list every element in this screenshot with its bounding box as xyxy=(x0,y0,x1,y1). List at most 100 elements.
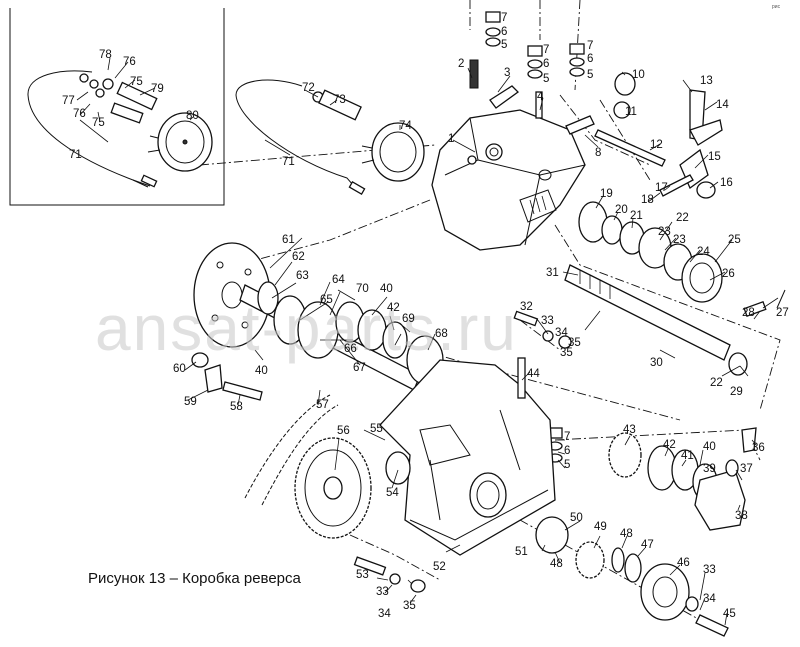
callout-21: 21 xyxy=(630,210,643,222)
shift-parts xyxy=(594,72,723,199)
speedometer-main xyxy=(235,79,425,195)
callout-31: 31 xyxy=(546,267,559,279)
callout-7-b: 7 xyxy=(543,44,549,56)
callout-5-a: 5 xyxy=(501,39,507,51)
callout-75-b: 75 xyxy=(92,117,105,129)
callout-28: 28 xyxy=(742,307,755,319)
callout-23-a: 23 xyxy=(658,226,671,238)
leader-lines xyxy=(76,57,779,626)
callout-33-a: 33 xyxy=(541,315,554,327)
callout-52: 52 xyxy=(433,561,446,573)
callout-49: 49 xyxy=(594,521,607,533)
callout-68: 68 xyxy=(435,328,448,340)
callout-54: 54 xyxy=(386,487,399,499)
callout-48-b: 48 xyxy=(550,558,563,570)
callout-4: 4 xyxy=(537,91,544,103)
callout-22-a: 22 xyxy=(676,212,689,224)
upper-shaft-assembly xyxy=(564,201,786,376)
callout-labels: 1 2 3 4 5 5 5 5 6 6 6 6 7 7 7 7 8 10 11 … xyxy=(62,12,789,620)
cover-housing xyxy=(431,59,595,251)
callout-55: 55 xyxy=(370,423,383,435)
callout-26: 26 xyxy=(722,268,735,280)
callout-7-d: 7 xyxy=(564,431,570,443)
callout-69: 69 xyxy=(402,313,415,325)
callout-6-c: 6 xyxy=(587,53,593,65)
callout-35-a: 35 xyxy=(568,337,581,349)
callout-79: 79 xyxy=(151,83,164,95)
callout-1: 1 xyxy=(448,133,454,145)
callout-72: 72 xyxy=(302,82,315,94)
callout-66: 66 xyxy=(344,343,357,355)
callout-71-b: 71 xyxy=(282,156,295,168)
callout-77: 77 xyxy=(62,95,75,107)
callout-16: 16 xyxy=(720,177,733,189)
callout-13: 13 xyxy=(700,75,713,87)
callout-45: 45 xyxy=(723,608,736,620)
callout-2: 2 xyxy=(458,58,464,70)
callout-20: 20 xyxy=(615,204,628,216)
callout-59: 59 xyxy=(184,396,197,408)
callout-24: 24 xyxy=(697,246,710,258)
callout-71-a: 71 xyxy=(69,149,82,161)
watermark: ansat-parts.ru xyxy=(95,292,518,364)
callout-43: 43 xyxy=(623,424,636,436)
callout-51: 51 xyxy=(515,546,528,558)
callout-36: 36 xyxy=(752,442,765,454)
callout-62: 62 xyxy=(292,251,305,263)
callout-37: 37 xyxy=(740,463,753,475)
callout-78: 78 xyxy=(99,49,112,61)
callout-58: 58 xyxy=(230,401,243,413)
callout-18: 18 xyxy=(641,194,654,206)
callout-5-c: 5 xyxy=(587,69,593,81)
callout-35-b: 35 xyxy=(403,600,416,612)
callout-50: 50 xyxy=(570,512,583,524)
callout-8: 8 xyxy=(595,147,601,159)
callout-14: 14 xyxy=(716,99,729,111)
callout-6-b: 6 xyxy=(543,58,549,70)
fastener-stacks-top xyxy=(485,11,585,463)
callout-44: 44 xyxy=(527,368,540,380)
callout-5-b: 5 xyxy=(543,73,549,85)
output-gears xyxy=(353,310,757,637)
callout-34-a: 34 xyxy=(555,327,568,339)
callout-61: 61 xyxy=(282,234,295,246)
callout-64: 64 xyxy=(332,274,345,286)
callout-40-b: 40 xyxy=(380,283,393,295)
callout-67: 67 xyxy=(353,362,366,374)
callout-19: 19 xyxy=(600,188,613,200)
figure-caption: Рисунок 13 – Коробка реверса xyxy=(88,570,302,587)
callout-3: 3 xyxy=(504,67,510,79)
callout-30: 30 xyxy=(650,357,663,369)
callout-73: 73 xyxy=(333,94,346,106)
callout-76-a: 76 xyxy=(123,56,136,68)
callout-34-c: 34 xyxy=(703,593,716,605)
callout-63: 63 xyxy=(296,270,309,282)
callout-40-a: 40 xyxy=(255,365,268,377)
callout-57: 57 xyxy=(316,399,329,411)
callout-56: 56 xyxy=(337,425,350,437)
callout-33-c: 33 xyxy=(703,564,716,576)
callout-6-a: 6 xyxy=(501,26,507,38)
callout-75-a: 75 xyxy=(130,76,143,88)
inset-frame xyxy=(9,8,225,206)
callout-29: 29 xyxy=(730,386,743,398)
callout-42-b: 42 xyxy=(663,439,676,451)
callout-74: 74 xyxy=(399,120,412,132)
corner-mark: рис xyxy=(772,4,781,10)
callout-17: 17 xyxy=(655,182,668,194)
callout-27: 27 xyxy=(776,307,789,319)
callout-48-a: 48 xyxy=(620,528,633,540)
callout-5-d: 5 xyxy=(564,459,570,471)
callout-47: 47 xyxy=(641,539,654,551)
callout-34-b: 34 xyxy=(378,608,391,620)
callout-25: 25 xyxy=(728,234,741,246)
callout-10: 10 xyxy=(632,69,645,81)
drive-chain xyxy=(244,394,339,506)
callout-80: 80 xyxy=(186,110,199,122)
callout-42-a: 42 xyxy=(387,302,400,314)
callout-7-c: 7 xyxy=(587,40,593,52)
callout-70: 70 xyxy=(356,283,369,295)
callout-39: 39 xyxy=(703,463,716,475)
callout-35-c: 35 xyxy=(560,347,573,359)
